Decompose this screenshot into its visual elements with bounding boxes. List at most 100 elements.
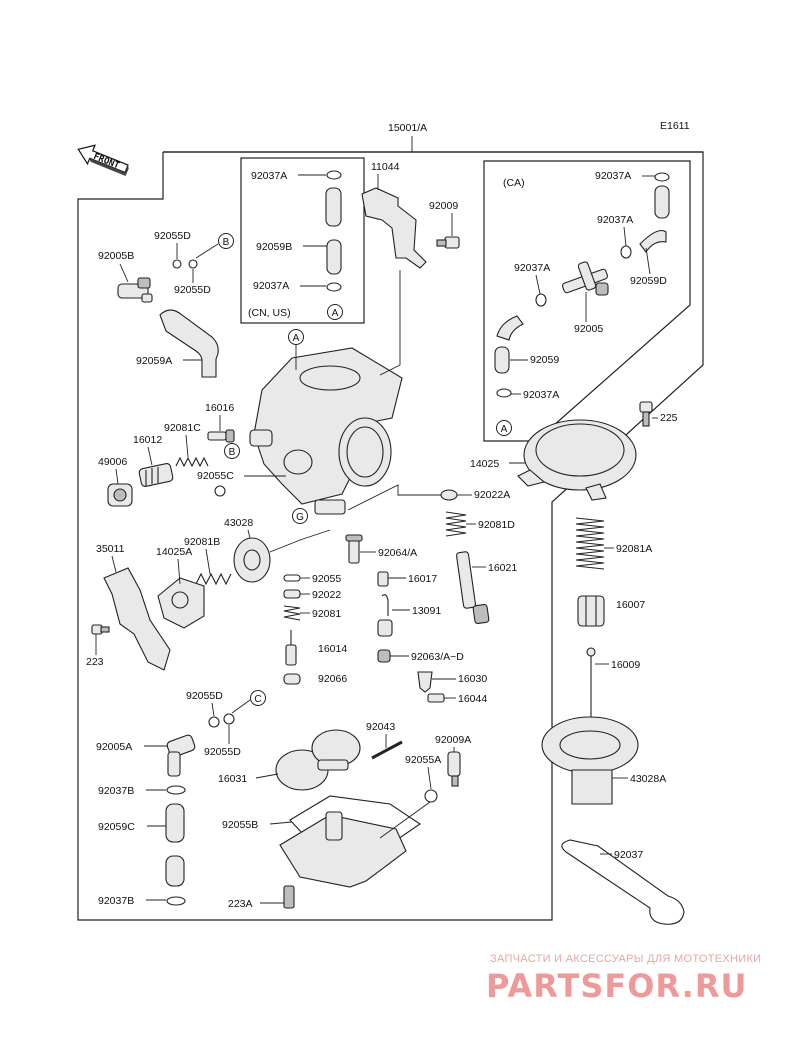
clip-92037a-ca-4 (496, 388, 512, 398)
pin-92043 (371, 740, 403, 760)
label-92059c: 92059C (98, 821, 135, 833)
diagram-code: E1611 (660, 120, 690, 132)
hose-92059c (165, 803, 185, 843)
hose-92059 (494, 346, 510, 374)
washer-92022a (440, 489, 458, 501)
tee-fitting-92005 (561, 261, 609, 296)
label-92037a-ca-3: 92037A (514, 262, 550, 274)
clip-92037a-cn-1 (326, 170, 342, 180)
label-92037: 92037 (614, 849, 643, 861)
leader-bracket-body (379, 270, 401, 376)
inset-cn-us-note: (CN, US) (248, 307, 291, 319)
label-92081: 92081 (312, 608, 341, 620)
label-14025: 14025 (470, 458, 499, 470)
spring-92081 (283, 605, 301, 621)
label-92022: 92022 (312, 589, 341, 601)
label-43028a: 43028A (630, 773, 666, 785)
label-92059: 92059 (530, 354, 559, 366)
label-92059a: 92059A (136, 355, 172, 367)
label-16009: 16009 (611, 659, 640, 671)
o-ring-92055d-2 (188, 259, 198, 269)
clip-92037b-1 (166, 785, 186, 795)
bracket-35011 (103, 567, 171, 671)
o-ring-92055a (424, 789, 438, 803)
callout-b-top: B (218, 233, 234, 249)
front-label: FRONT (92, 152, 121, 172)
label-92081a: 92081A (616, 543, 652, 555)
label-92055d-2: 92055D (174, 284, 211, 296)
label-92005a: 92005A (96, 741, 132, 753)
label-92037a-ca-4: 92037A (523, 389, 559, 401)
float-16031 (275, 729, 361, 791)
fitting-92005b (117, 277, 153, 303)
spring-92081b (195, 572, 232, 586)
label-92059d: 92059D (630, 275, 667, 287)
label-16007: 16007 (616, 599, 645, 611)
holder-13091 (377, 594, 393, 637)
screw-92009 (436, 236, 460, 249)
label-92055: 92055 (312, 573, 341, 585)
top-cover-14025 (517, 419, 637, 501)
screw-92009a (447, 751, 461, 787)
label-11044: 11044 (371, 161, 400, 173)
label-92022a: 92022A (474, 489, 510, 501)
clip-92037a-ca-2 (620, 245, 632, 259)
svg-text:B: B (223, 237, 230, 248)
cap-92066 (283, 673, 301, 685)
inset-ca-note: (CA) (503, 177, 525, 189)
label-92009: 92009 (429, 200, 458, 212)
label-43028: 43028 (224, 517, 253, 529)
watermark-brand: PARTSFOR.RU (486, 967, 747, 1005)
assembly-number-label: 15001/A (388, 122, 427, 134)
label-92055d-3: 92055D (186, 690, 223, 702)
label-92037a-cn-1: 92037A (251, 170, 287, 182)
label-16044: 16044 (458, 693, 487, 705)
screw-225 (639, 401, 653, 427)
label-92055c: 92055C (197, 470, 234, 482)
hose-92059b (325, 187, 342, 227)
inset-cn-us-frame (240, 157, 365, 324)
svg-text:B: B (229, 447, 236, 458)
label-16016: 16016 (205, 402, 234, 414)
tool-92037 (561, 839, 685, 925)
callout-a-body: A (288, 329, 304, 345)
callout-a-ca: A (496, 420, 512, 436)
label-92005: 92005 (574, 323, 603, 335)
adjuster-16012 (138, 463, 174, 487)
label-16017: 16017 (408, 573, 437, 585)
retainer-16007 (577, 595, 605, 627)
carburetor-body (249, 347, 403, 515)
watermark-caption: ЗАПЧАСТИ И АКСЕССУАРЫ ДЛЯ МОТОТЕХНИКИ (490, 953, 761, 965)
label-16021: 16021 (488, 562, 517, 574)
label-92055a: 92055A (405, 754, 441, 766)
o-ring-92055c (214, 485, 226, 497)
label-92055d-4: 92055D (204, 746, 241, 758)
label-16014: 16014 (318, 643, 347, 655)
label-16012: 16012 (133, 434, 162, 446)
label-92037b-2: 92037B (98, 895, 134, 907)
callout-a-cn-us: A (327, 304, 343, 320)
cover-14025a (157, 577, 205, 629)
label-92081b: 92081B (184, 536, 220, 548)
part-labels: 11044 92009 92037A 92059B 92037A 92037A … (86, 161, 678, 910)
jet-92064a (345, 534, 363, 564)
o-ring-92055d-3 (208, 716, 220, 728)
svg-text:A: A (293, 333, 300, 344)
label-92009a: 92009A (435, 734, 471, 746)
cap-49006 (107, 483, 133, 507)
needle-16014 (285, 630, 297, 666)
label-16031: 16031 (218, 773, 247, 785)
label-92055b: 92055B (222, 819, 258, 831)
svg-text:C: C (254, 694, 261, 705)
diaphragm-43028 (233, 537, 271, 583)
clip-92037a-ca-1 (654, 172, 670, 182)
jet-92063 (377, 649, 391, 663)
svg-text:G: G (296, 512, 304, 523)
spring-92081c (175, 456, 209, 468)
screw-16016 (207, 429, 235, 443)
screw-223a (283, 885, 295, 909)
diaphragm-slide-43028a (541, 716, 639, 805)
needle-jet-16021 (455, 551, 490, 625)
label-92005b: 92005B (98, 250, 134, 262)
